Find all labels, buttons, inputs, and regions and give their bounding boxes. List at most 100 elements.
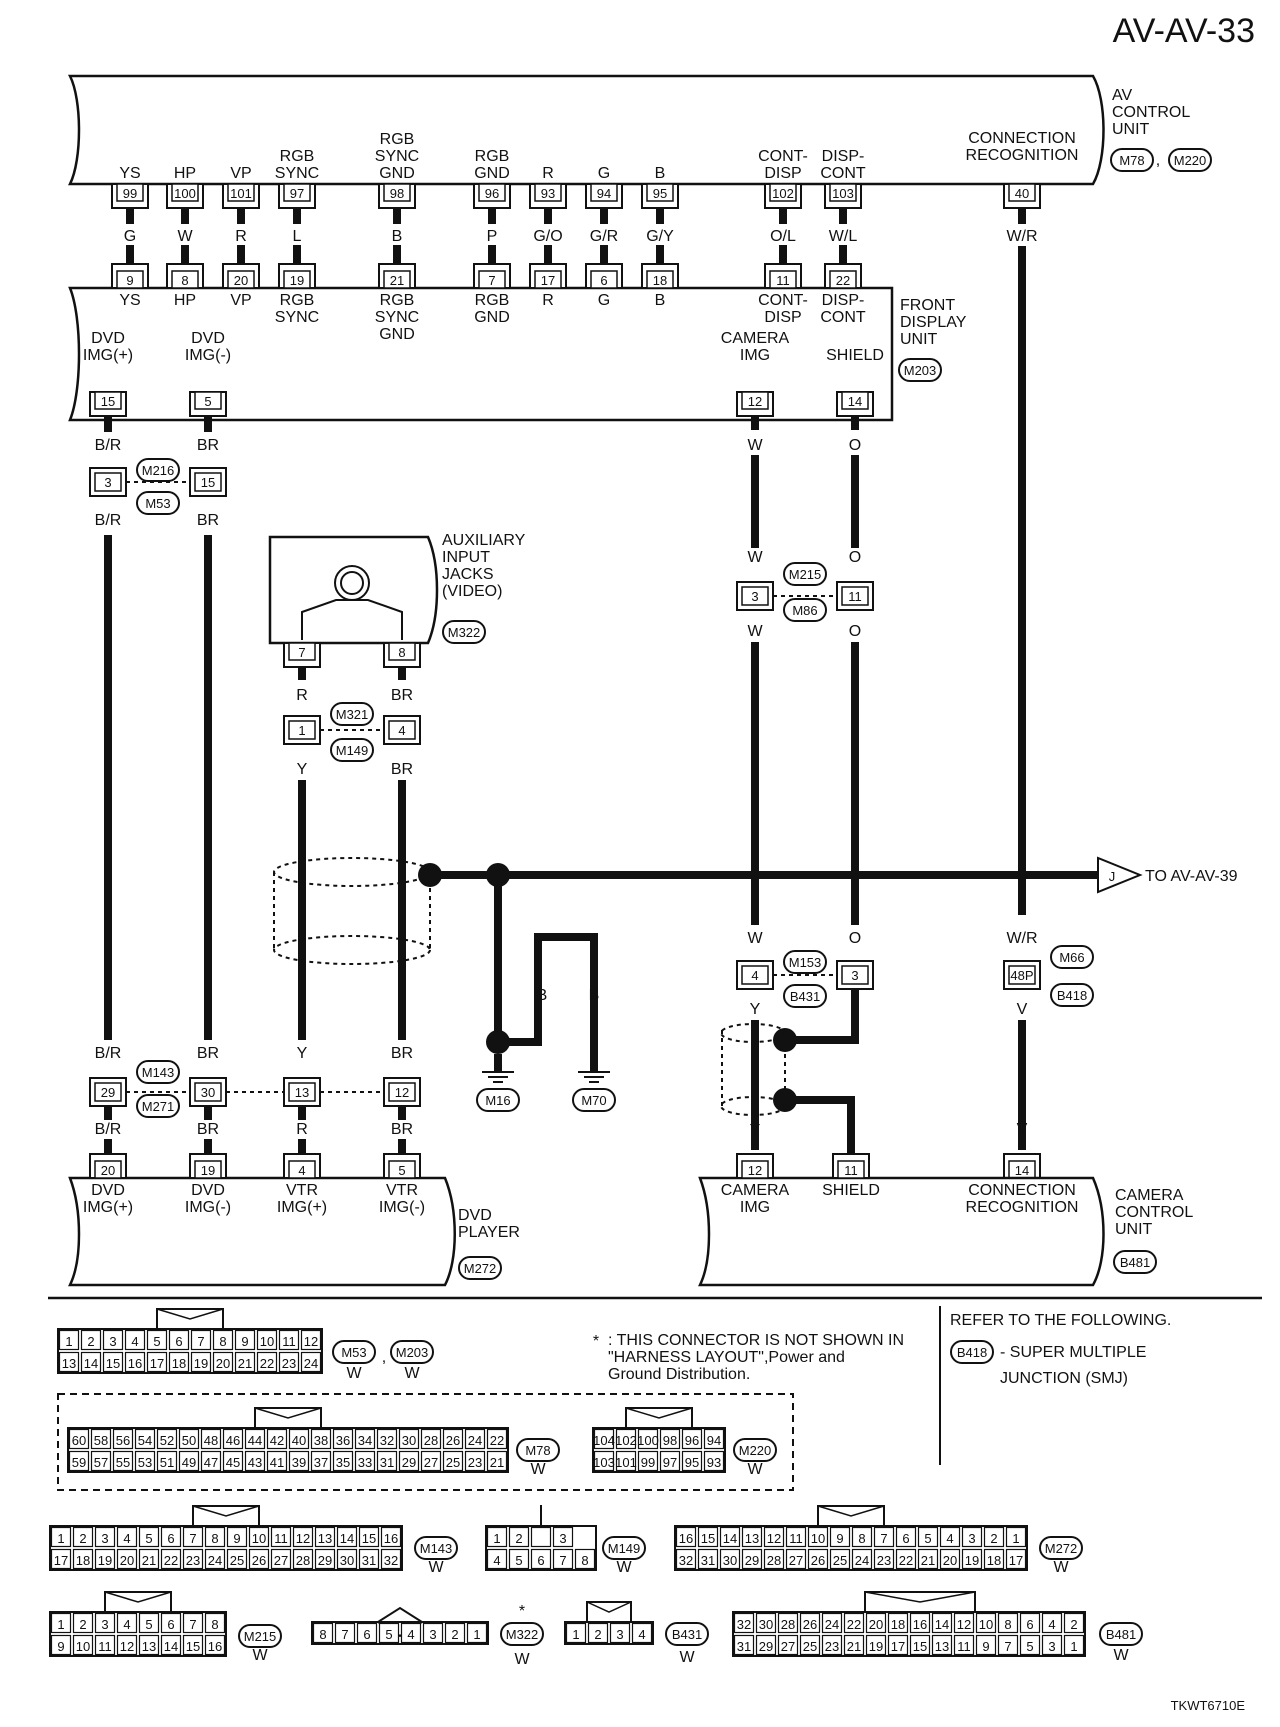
connector-pin-b481: 32 [737,1617,751,1632]
jc-pin-48p: 48P [1010,968,1033,983]
ground-m70-tag: M70 [581,1093,606,1108]
connector-pin-b481: 31 [737,1639,751,1654]
connector-pin-m215: 11 [98,1639,112,1654]
connector-pin-m220: 102 [615,1433,637,1448]
connector-pin-m143: 13 [318,1531,332,1546]
connector-pin-m143: 28 [296,1553,310,1568]
connector-pin-m78: 54 [138,1433,152,1448]
connector-pin-m143: 8 [211,1531,218,1546]
connector-pin-b481: 6 [1026,1617,1033,1632]
connector-pin-m143: 1 [57,1531,64,1546]
fdu-pin-3: 19 [290,273,304,288]
av-conn-tag-m220: M220 [1174,153,1207,168]
connector-pin-m78: 33 [358,1455,372,1470]
wire-color-cam-5: Y [750,1001,761,1018]
av-pin-label-1: HP [174,165,196,182]
note-text: : THIS CONNECTOR IS NOT SHOWN IN"HARNESS… [608,1332,904,1383]
fdu-pin-1: 8 [181,273,188,288]
connector-pin-m78: 58 [94,1433,108,1448]
face-color-b481: W [1113,1647,1129,1664]
connector-pin-m272: 28 [767,1553,781,1568]
connector-pin-m53: 23 [282,1356,296,1371]
connector-pin-b481: 28 [781,1617,795,1632]
connector-pin-b431: 4 [638,1627,645,1642]
connector-pin-m78: 42 [270,1433,284,1448]
connector-pin-m143: 19 [98,1553,112,1568]
connector-pin-m53: 24 [304,1356,318,1371]
connector-pin-m272: 3 [968,1531,975,1546]
refer-tag: B418 [957,1345,987,1360]
wire-color-vtrp-3: Y [297,1045,308,1062]
face-color-b431: W [679,1649,695,1666]
connector-pin-m220: 94 [707,1433,721,1448]
connector-pin-m143: 26 [252,1553,266,1568]
av-pin-label-8: B [655,165,666,182]
connector-pin-m143: 5 [145,1531,152,1546]
connector-pin-m78: 56 [116,1433,130,1448]
connector-pin-m143: 29 [318,1553,332,1568]
jc-tag-b418: B418 [1057,988,1087,1003]
connector-pin-m272: 9 [836,1531,843,1546]
connector-pin-m78: 52 [160,1433,174,1448]
connector-pin-b481: 12 [957,1617,971,1632]
connector-pin-m53: 7 [197,1334,204,1349]
face-color-m149: W [616,1559,632,1576]
connector-pin-m53: 1 [65,1334,72,1349]
connector-pin-m149: 4 [493,1553,500,1568]
connector-pin-m143: 10 [252,1531,266,1546]
wire-color-dvdm-3: BR [197,1045,219,1062]
fdu-pin-8: 18 [653,273,667,288]
aux-pin-8: 8 [398,645,405,660]
face-color-m203: W [404,1365,420,1382]
wire-color-top-9: O/L [770,228,796,245]
connector-pin-m272: 21 [921,1553,935,1568]
connector-pin-b481: 25 [803,1639,817,1654]
connector-pin-m78: 24 [468,1433,482,1448]
joint-tag-m153: M153 [789,955,822,970]
connector-pin-m272: 4 [946,1531,953,1546]
connector-pin-m78: 23 [468,1455,482,1470]
connector-pin-m53: 21 [238,1356,252,1371]
av-pin-2: 101 [230,186,252,201]
connector-pin-b431: 1 [572,1627,579,1642]
connector-pin-m53: 6 [175,1334,182,1349]
wire-color-gnd-b: B [589,987,600,1004]
face-tag-m143: M143 [420,1541,453,1556]
fdu-pin-label-8: B [655,292,666,309]
fdu-pin-10: 22 [836,273,850,288]
av-pin-1: 100 [174,186,196,201]
av-pin-40: 40 [1015,186,1029,201]
connector-pin-m215: 12 [120,1639,134,1654]
wire-color-top-8: G/Y [646,228,674,245]
connector-pin-m149: 5 [515,1553,522,1568]
av-pin-10: 103 [832,186,854,201]
connector-pin-m272: 17 [1009,1553,1023,1568]
connector-pin-m272: 26 [811,1553,825,1568]
connector-pin-m149: 6 [537,1553,544,1568]
connector-pin-b481: 15 [913,1639,927,1654]
connector-pin-m53: 5 [153,1334,160,1349]
connector-tab-roof-m272 [818,1506,884,1516]
connector-pin-m53: 14 [84,1356,98,1371]
connector-pin-m143: 16 [384,1531,398,1546]
av-pin-8: 95 [653,186,667,201]
connector-pin-m215: 5 [145,1617,152,1632]
av-pin-5: 96 [485,186,499,201]
wire-color-top-5: P [487,228,498,245]
connector-pin-b481: 30 [759,1617,773,1632]
connector-pin-m322: 1 [473,1627,480,1642]
page-code: AV-AV-33 [1113,12,1255,50]
connector-pin-m220: 100 [637,1433,659,1448]
connector-pin-m143: 18 [76,1553,90,1568]
connector-pin-m272: 6 [902,1531,909,1546]
connector-pin-m78: 27 [424,1455,438,1470]
connector-pin-m78: 32 [380,1433,394,1448]
face-tag-b481: B481 [1106,1627,1136,1642]
av-pin-7: 94 [597,186,611,201]
connector-pin-m143: 23 [186,1553,200,1568]
connector-pin-b481: 29 [759,1639,773,1654]
